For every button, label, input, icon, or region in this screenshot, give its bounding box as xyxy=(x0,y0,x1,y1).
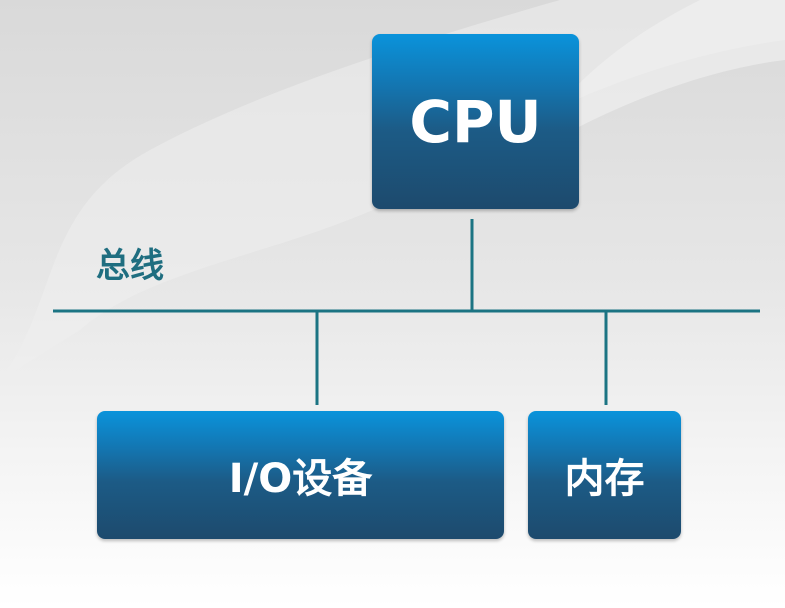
memory-node: 内存 xyxy=(528,411,681,539)
io-device-node-label: I/O设备 xyxy=(228,456,373,502)
io-device-node: I/O设备 xyxy=(97,411,504,539)
memory-node-label: 内存 xyxy=(564,456,645,502)
cpu-node: CPU xyxy=(372,34,579,209)
cpu-node-label: CPU xyxy=(409,87,542,156)
bus-label: 总线 xyxy=(96,246,164,286)
